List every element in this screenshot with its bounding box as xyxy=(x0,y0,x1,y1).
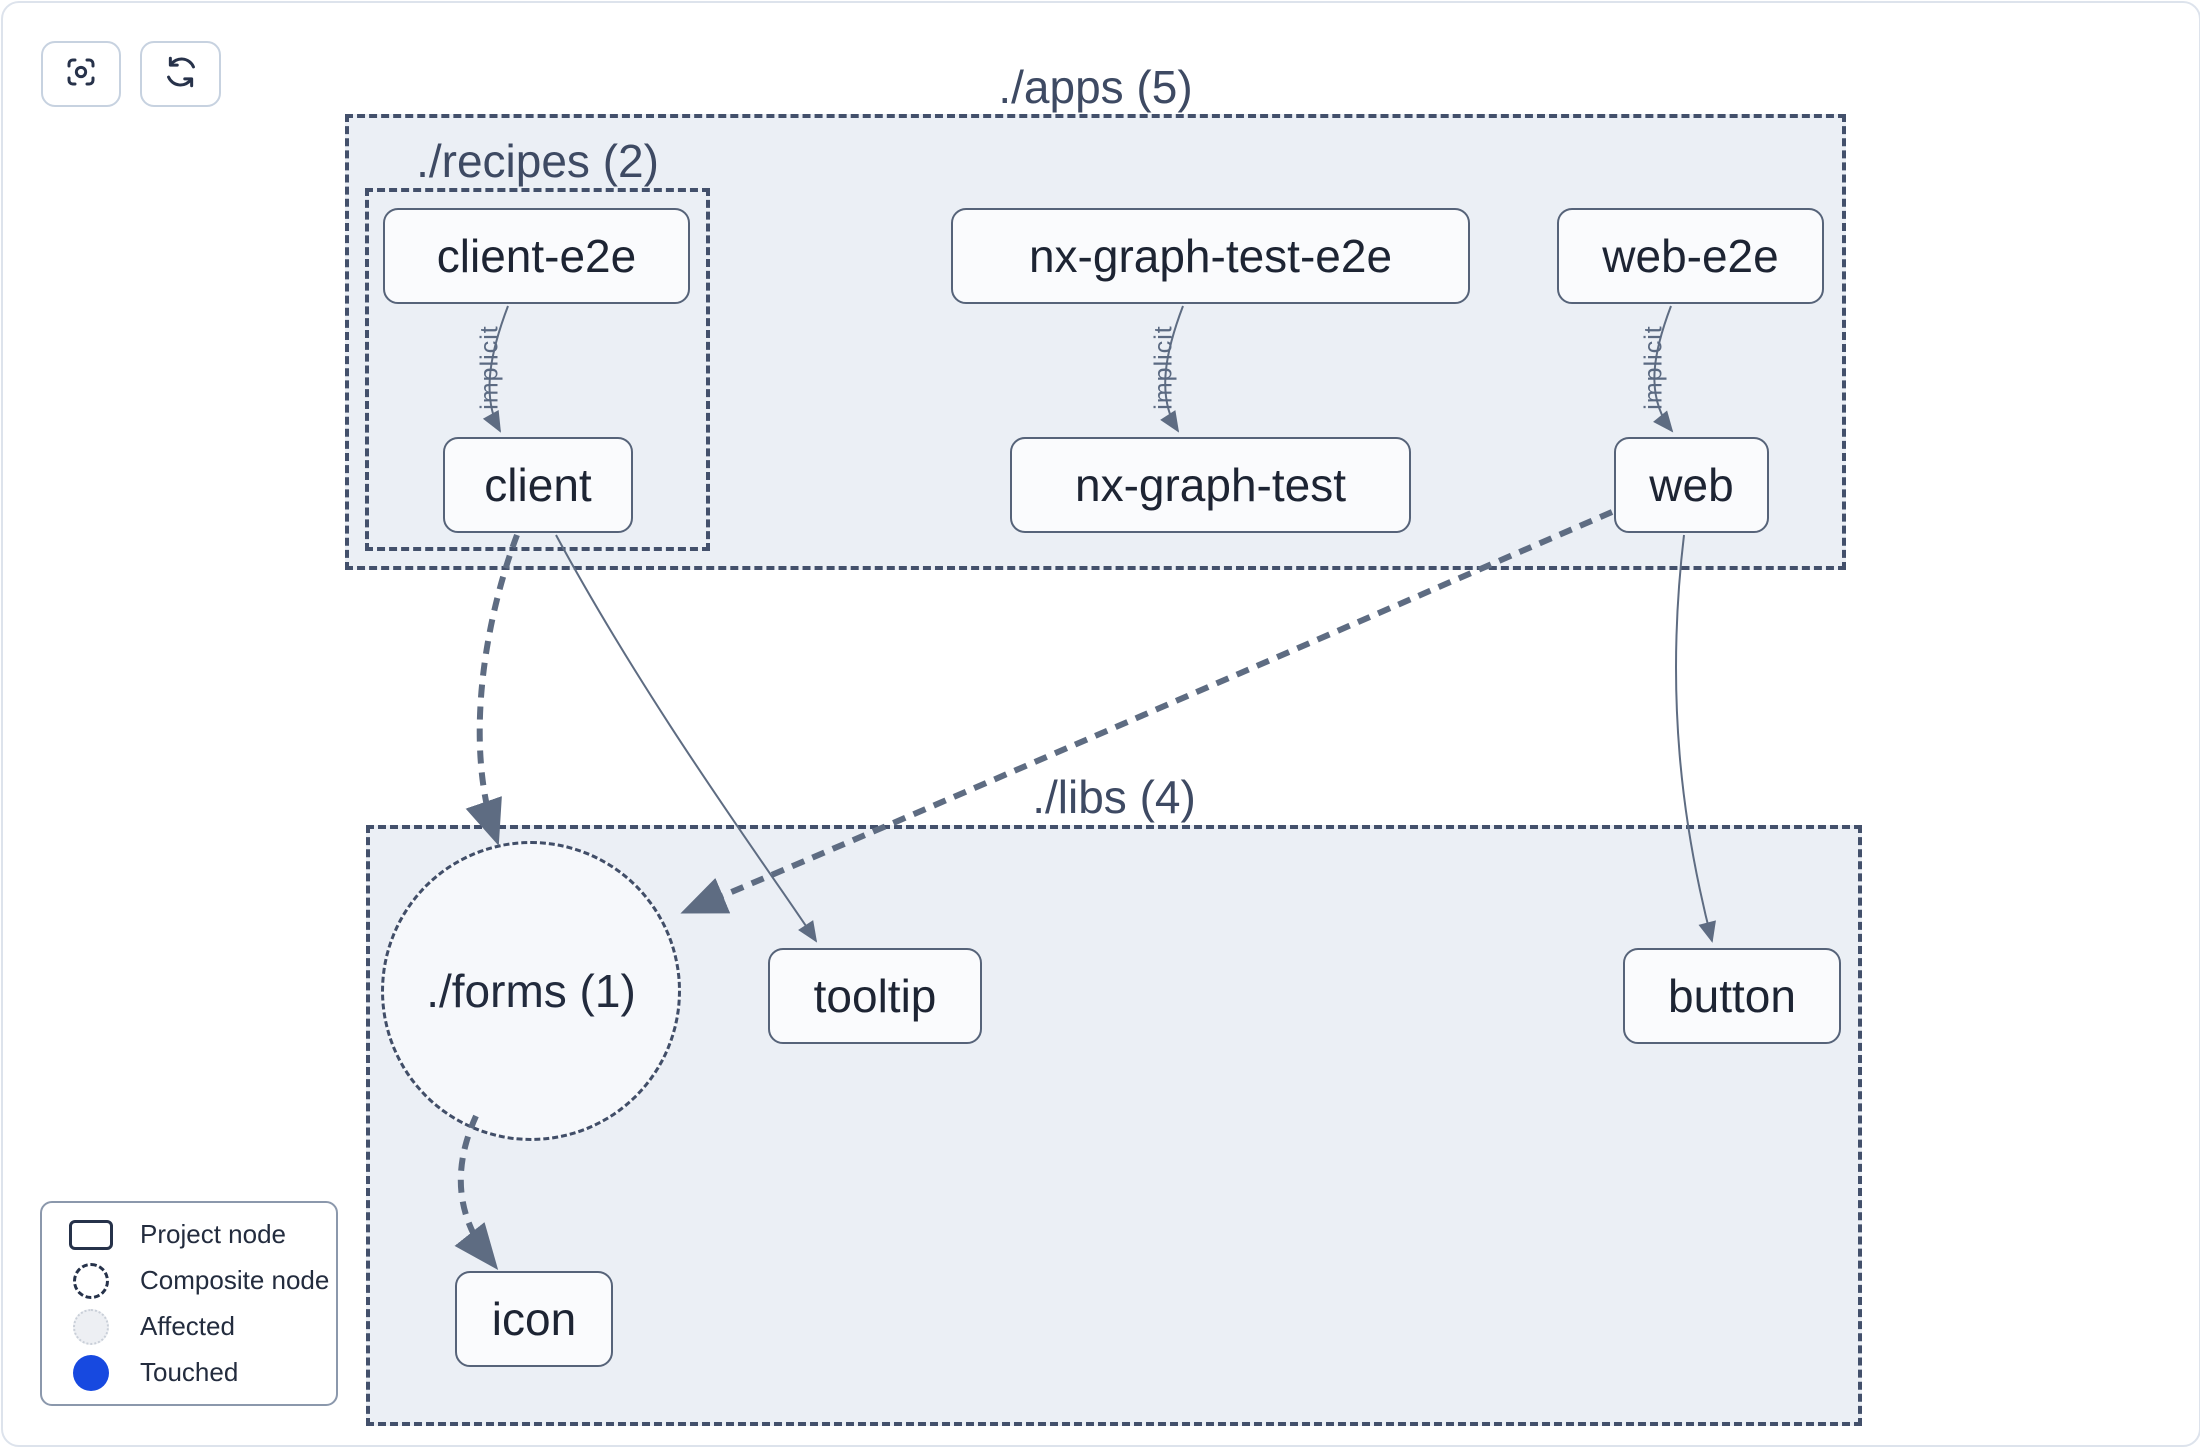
legend-row-affected: Affected xyxy=(42,1304,336,1350)
composite-node-swatch xyxy=(73,1262,109,1299)
node-button-label: button xyxy=(1668,970,1796,1022)
node-client-e2e-label: client-e2e xyxy=(436,230,637,282)
node-nx-graph-test-label: nx-graph-test xyxy=(1074,459,1346,511)
node-web-e2e-label: web-e2e xyxy=(1602,230,1779,282)
affected-swatch xyxy=(73,1308,109,1345)
edge-label-implicit-nx-graph-test: implicit xyxy=(1149,325,1178,410)
project-node-swatch xyxy=(69,1219,113,1250)
legend-label-touched: Touched xyxy=(140,1357,239,1387)
group-libs-label: ./libs (4) xyxy=(1032,771,1196,823)
legend-row-touched: Touched xyxy=(42,1350,336,1396)
touched-swatch xyxy=(73,1354,109,1391)
node-web-label: web xyxy=(1649,459,1734,511)
node-tooltip[interactable]: tooltip xyxy=(768,948,982,1044)
legend-label-affected: Affected xyxy=(140,1311,235,1341)
edge-label-implicit-client: implicit xyxy=(475,325,504,410)
composite-node-forms[interactable]: ./forms (1) xyxy=(381,841,681,1141)
legend-label-project-node: Project node xyxy=(140,1219,286,1249)
node-nx-graph-test-e2e[interactable]: nx-graph-test-e2e xyxy=(951,208,1470,304)
focus-icon xyxy=(63,54,99,95)
focus-button[interactable] xyxy=(41,41,121,107)
refresh-button[interactable] xyxy=(140,41,221,107)
refresh-icon xyxy=(163,54,199,95)
legend: Project node Composite node Affected Tou… xyxy=(40,1201,338,1406)
node-button[interactable]: button xyxy=(1623,948,1841,1044)
node-icon-label: icon xyxy=(491,1293,577,1345)
node-icon[interactable]: icon xyxy=(455,1271,613,1367)
node-client-label: client xyxy=(484,459,592,511)
node-web[interactable]: web xyxy=(1614,437,1769,533)
composite-node-forms-label: ./forms (1) xyxy=(426,965,636,1017)
node-tooltip-label: tooltip xyxy=(813,970,937,1022)
node-client[interactable]: client xyxy=(443,437,633,533)
edge-label-implicit-web: implicit xyxy=(1639,325,1668,410)
group-recipes-label: ./recipes (2) xyxy=(416,135,659,187)
node-web-e2e[interactable]: web-e2e xyxy=(1557,208,1824,304)
legend-row-composite-node: Composite node xyxy=(42,1258,336,1304)
node-client-e2e[interactable]: client-e2e xyxy=(383,208,690,304)
legend-label-composite-node: Composite node xyxy=(140,1265,330,1295)
node-nx-graph-test[interactable]: nx-graph-test xyxy=(1010,437,1411,533)
node-nx-graph-test-e2e-label: nx-graph-test-e2e xyxy=(1028,230,1393,282)
legend-row-project-node: Project node xyxy=(42,1212,336,1258)
group-apps-label: ./apps (5) xyxy=(998,61,1193,113)
